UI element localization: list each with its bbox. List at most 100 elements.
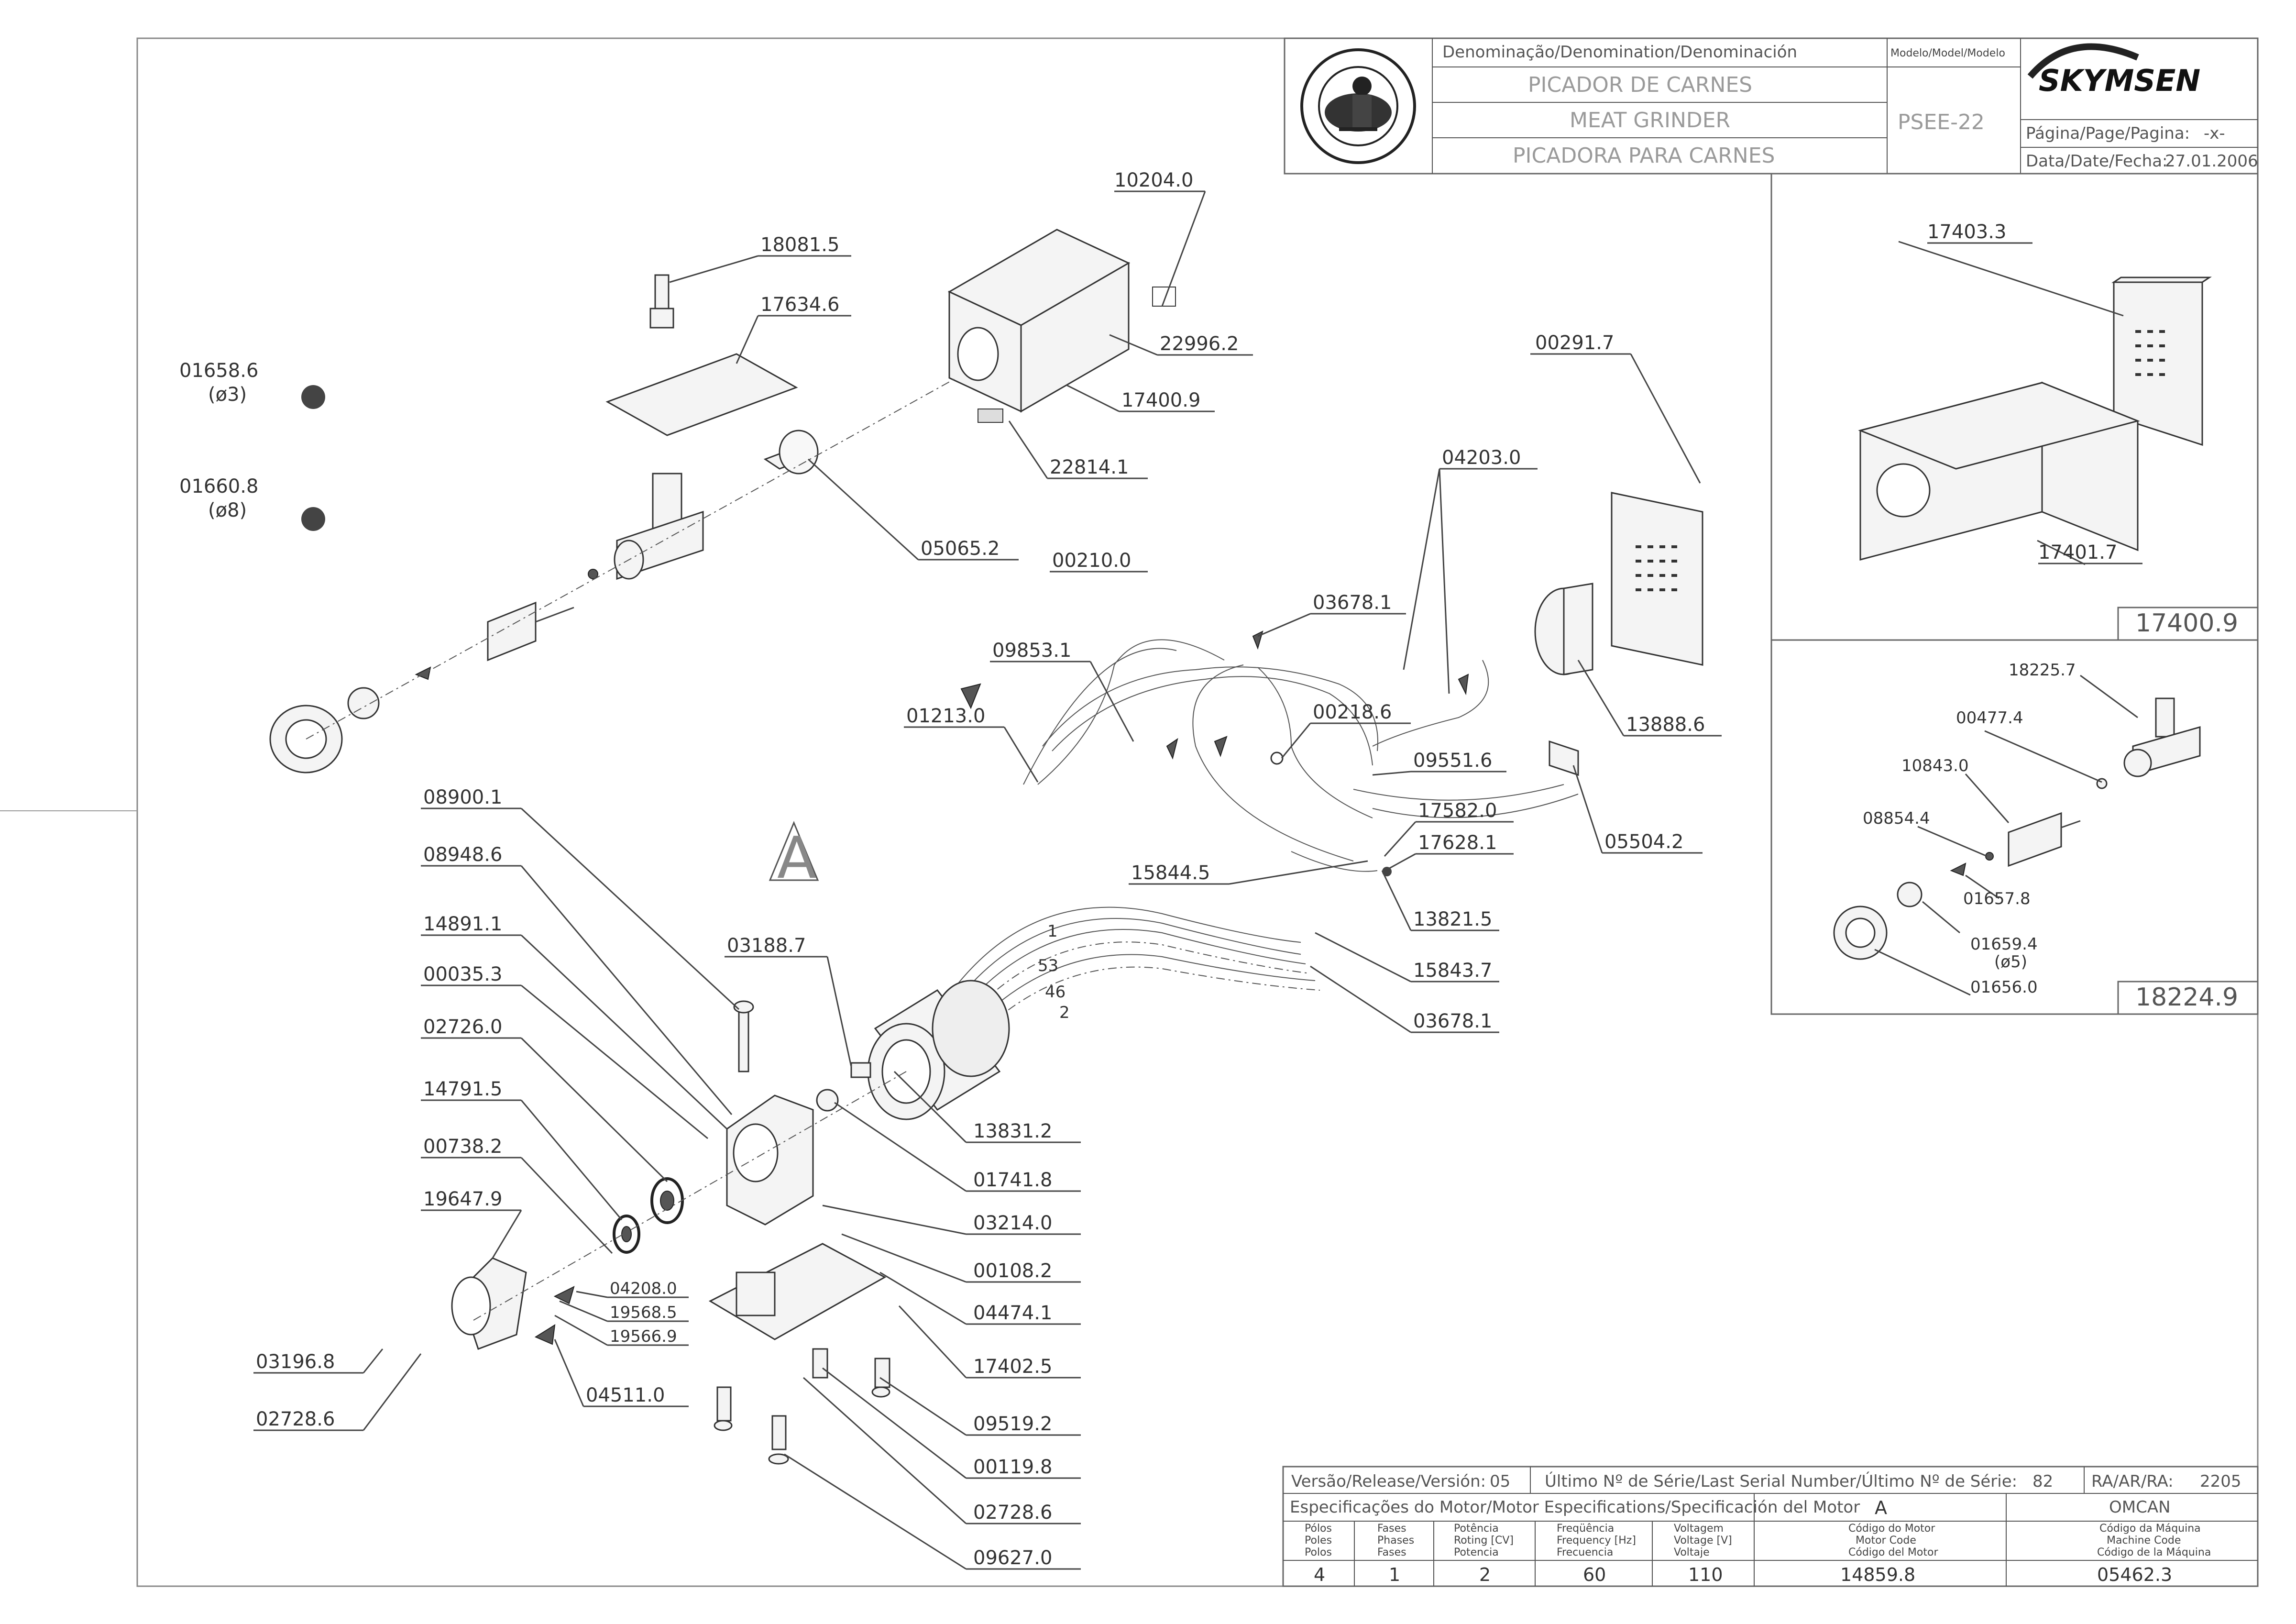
rating-label	[1549, 740, 1579, 776]
label-01660-8: 01660.8	[179, 475, 258, 497]
svg-text:Frequency [Hz]: Frequency [Hz]	[1557, 1535, 1636, 1547]
model-header: Modelo/Model/Modelo	[1890, 47, 2005, 59]
front-flange	[451, 1257, 575, 1350]
centre-line-motor	[473, 1071, 907, 1321]
label-08948-6: 08948.6	[423, 844, 502, 866]
auger-inset	[2008, 812, 2081, 867]
name-spanish: PICADORA PARA CARNES	[1513, 144, 1775, 168]
motor-reference-triangle: A	[769, 821, 819, 892]
label-04208-0: 04208.0	[610, 1279, 677, 1298]
part-labels: 10204.0 18081.5 17634.6 22996.2 17400.9 …	[179, 169, 1705, 1569]
label-13831-2: 13831.2	[973, 1120, 1052, 1142]
brand-logo: SKYMSEN	[2027, 43, 2200, 98]
label-08900-1: 08900.1	[423, 786, 502, 808]
svg-text:Fases: Fases	[1377, 1523, 1406, 1535]
gear-wheels	[613, 1177, 684, 1254]
label-03678-1-top: 03678.1	[1313, 592, 1392, 614]
label-01658-6-dia: (ø3)	[208, 384, 247, 406]
svg-text:2: 2	[1479, 1564, 1491, 1585]
label-04511-0: 04511.0	[586, 1384, 665, 1406]
col-poles: Pólos Poles Polos 4	[1305, 1523, 1332, 1585]
svg-text:110: 110	[1688, 1564, 1723, 1585]
svg-text:Código da Máquina: Código da Máquina	[2099, 1523, 2201, 1535]
fan-shroud	[1534, 583, 1593, 675]
label-00119-8: 00119.8	[973, 1456, 1052, 1478]
svg-text:60: 60	[1583, 1564, 1606, 1585]
name-english: MEAT GRINDER	[1570, 108, 1730, 133]
label-18081-5: 18081.5	[760, 234, 839, 256]
label-02728-6-right: 02728.6	[973, 1502, 1052, 1524]
label-09853-1: 09853.1	[992, 640, 1071, 662]
svg-text:Voltagem: Voltagem	[1674, 1523, 1724, 1535]
mouth-inset: 18225.7 00477.4 10843.0 08854.4 01657.8 …	[1833, 661, 2259, 1015]
svg-text:Freqüência: Freqüência	[1557, 1523, 1614, 1535]
label-09627-0: 09627.0	[973, 1547, 1052, 1569]
date-value: 27.01.2006	[2165, 152, 2258, 171]
svg-text:Voltage [V]: Voltage [V]	[1674, 1535, 1732, 1547]
label-00035-3: 00035.3	[423, 963, 502, 985]
wire-number-2: 2	[1059, 1003, 1070, 1022]
col-frequency: Freqüência Frequency [Hz] Frecuencia 60	[1557, 1523, 1636, 1585]
label-03188-7: 03188.7	[727, 935, 806, 957]
mouth-assembly-code: 18224.9	[2135, 983, 2238, 1012]
leader-lines	[253, 190, 1722, 1570]
svg-text:Phases: Phases	[1377, 1535, 1414, 1547]
svg-text:05462.3: 05462.3	[2097, 1564, 2172, 1585]
label-10843-0: 10843.0	[1901, 756, 1969, 775]
label-05504-2: 05504.2	[1604, 831, 1683, 853]
label-22814-1: 22814.1	[1050, 456, 1129, 478]
svg-text:Voltaje: Voltaje	[1674, 1547, 1710, 1558]
motor-a	[850, 980, 1010, 1120]
gearbox-housing	[726, 1000, 839, 1226]
serial-label: Último Nº de Série/Last Serial Number/Úl…	[1545, 1471, 2017, 1491]
label-17634-6: 17634.6	[760, 294, 839, 316]
svg-text:Machine Code: Machine Code	[2107, 1535, 2181, 1547]
label-17582-0: 17582.0	[1418, 800, 1497, 822]
label-18225-7: 18225.7	[2009, 661, 2076, 680]
date-label: Data/Date/Fecha:	[2026, 152, 2168, 171]
svg-text:Código del Motor: Código del Motor	[1848, 1547, 1938, 1558]
svg-text:4: 4	[1314, 1564, 1325, 1585]
serial-value: 82	[2032, 1472, 2053, 1491]
label-10204-0: 10204.0	[1114, 169, 1193, 191]
ra-value: 2205	[2200, 1472, 2241, 1491]
label-03196-8: 03196.8	[256, 1351, 335, 1373]
motor-spec-table: Versão/Release/Versión: 05 Último Nº de …	[1282, 1466, 2259, 1587]
label-01741-8: 01741.8	[973, 1169, 1052, 1191]
svg-text:1: 1	[1389, 1564, 1400, 1585]
machine-brand: OMCAN	[2109, 1498, 2171, 1517]
svg-text:Fases: Fases	[1377, 1547, 1406, 1558]
svg-text:Polos: Polos	[1305, 1547, 1332, 1558]
grinder-head	[614, 430, 820, 580]
motor-spec-label: Especificações do Motor/Motor Especifica…	[1290, 1498, 1860, 1517]
label-08854-4: 08854.4	[1863, 809, 1930, 828]
svg-text:Código do Motor: Código do Motor	[1848, 1523, 1935, 1535]
label-04474-1: 04474.1	[973, 1302, 1052, 1324]
label-01657-8: 01657.8	[1963, 889, 2031, 908]
release-value: 05	[1490, 1472, 1510, 1491]
inset-frame	[1770, 173, 2259, 1015]
centre-line-head	[306, 377, 957, 740]
label-15844-5: 15844.5	[1131, 862, 1210, 884]
release-label: Versão/Release/Versión:	[1291, 1472, 1486, 1491]
feed-tray	[605, 274, 798, 436]
label-17403-3: 17403.3	[1927, 221, 2006, 243]
cover-assembly-code: 17400.9	[2135, 609, 2238, 638]
label-02726-0: 02726.0	[423, 1016, 502, 1038]
page-label: Página/Page/Pagina:	[2026, 124, 2190, 143]
label-01656-0: 01656.0	[1970, 978, 2038, 997]
label-01659-4: 01659.4	[1970, 935, 2038, 954]
base-plate	[708, 1243, 890, 1465]
col-machine-code: Código da Máquina Machine Code Código de…	[2097, 1523, 2211, 1585]
svg-text:SKYMSEN: SKYMSEN	[2039, 63, 2200, 98]
label-17628-1: 17628.1	[1418, 832, 1497, 854]
label-00108-2: 00108.2	[973, 1260, 1052, 1282]
wire-number-1: 1	[1047, 922, 1058, 941]
label-00291-7: 00291.7	[1535, 332, 1614, 354]
label-05065-2: 05065.2	[921, 538, 1000, 560]
label-01660-8-dia: (ø8)	[208, 499, 247, 521]
label-13821-5: 13821.5	[1413, 908, 1492, 930]
wire-number-53: 53	[1038, 956, 1058, 975]
col-phases: Fases Phases Fases 1	[1377, 1523, 1414, 1585]
